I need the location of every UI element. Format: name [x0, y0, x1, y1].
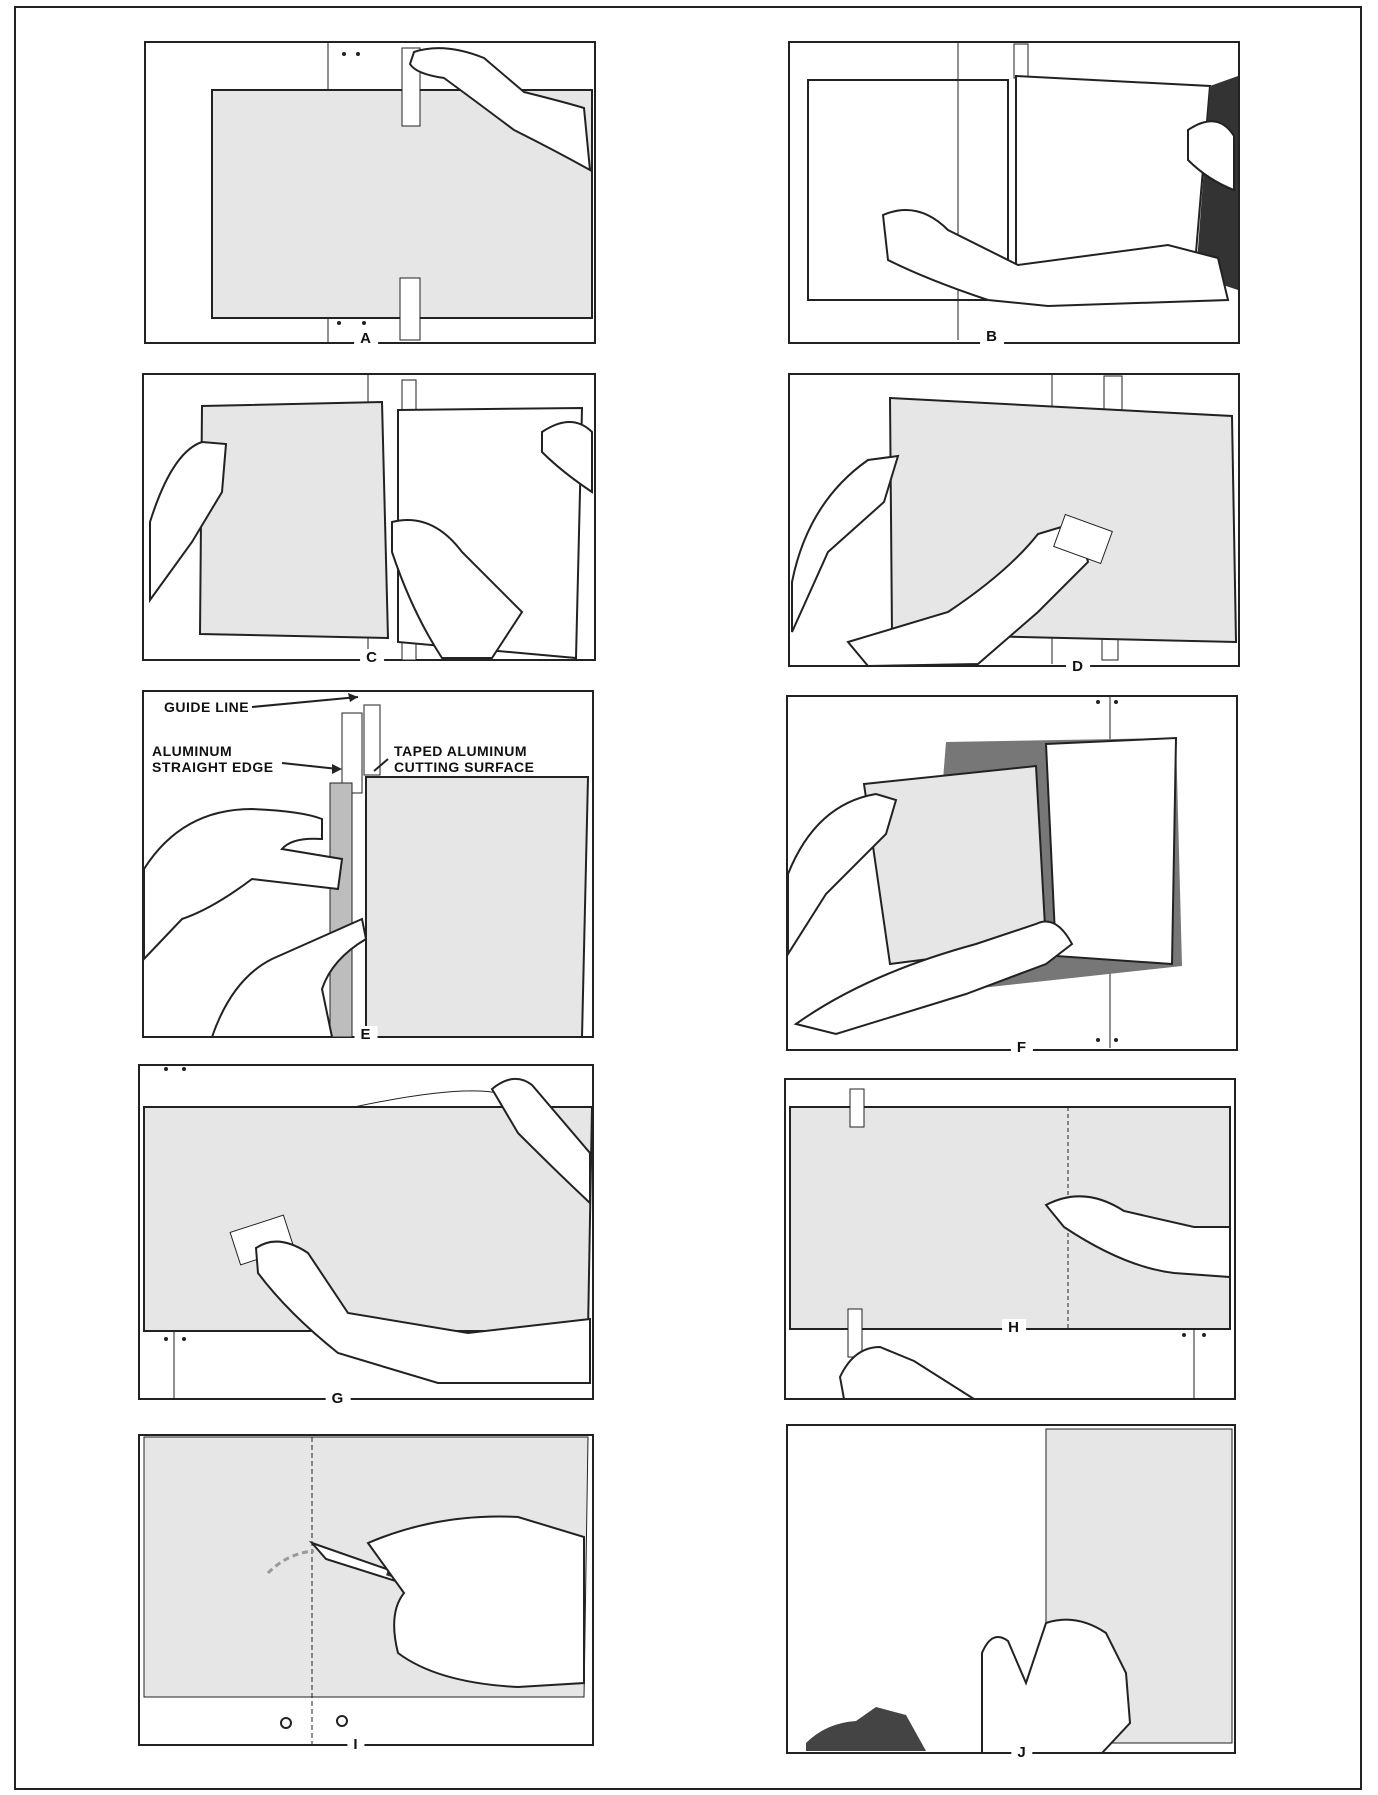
panel-d-label: D [1066, 658, 1090, 675]
panel-c-label: C [360, 649, 384, 666]
panel-f-label: F [1011, 1039, 1033, 1056]
panel-h-illustration [784, 1077, 1236, 1403]
panel-a-label: A [354, 330, 378, 347]
panel-a: A [144, 40, 596, 346]
panel-b-illustration [788, 40, 1240, 346]
panel-e-label: E [354, 1026, 377, 1043]
panel-g-label: G [326, 1390, 351, 1407]
panel-e-illustration [142, 689, 594, 1041]
panel-g: G [138, 1063, 594, 1403]
panel-i-illustration [138, 1433, 594, 1749]
panel-j-label: J [1011, 1744, 1032, 1761]
panel-j-illustration [786, 1423, 1236, 1755]
panel-c-illustration [142, 372, 596, 664]
aluminum-straight-edge-callout: ALUMINUM STRAIGHT EDGE [152, 743, 274, 775]
panel-b: B [788, 40, 1240, 346]
panel-i-label: I [347, 1736, 364, 1753]
panel-d-illustration [788, 372, 1240, 670]
panel-i: I [138, 1433, 594, 1749]
panel-g-illustration [138, 1063, 594, 1403]
guide-line-callout: GUIDE LINE [164, 699, 249, 715]
panel-d: D [788, 372, 1240, 670]
taped-aluminum-cutting-surface-callout: TAPED ALUMINUM CUTTING SURFACE [394, 743, 535, 775]
panel-j: J [786, 1423, 1236, 1755]
panel-b-label: B [980, 328, 1004, 345]
panel-c: C [142, 372, 596, 664]
panel-a-illustration [144, 40, 596, 346]
panel-h: H [784, 1077, 1236, 1403]
panel-f: F [786, 694, 1238, 1054]
panel-e: GUIDE LINE ALUMINUM STRAIGHT EDGE TAPED … [142, 689, 594, 1041]
panel-f-illustration [786, 694, 1238, 1054]
panel-h-label: H [1002, 1319, 1026, 1336]
